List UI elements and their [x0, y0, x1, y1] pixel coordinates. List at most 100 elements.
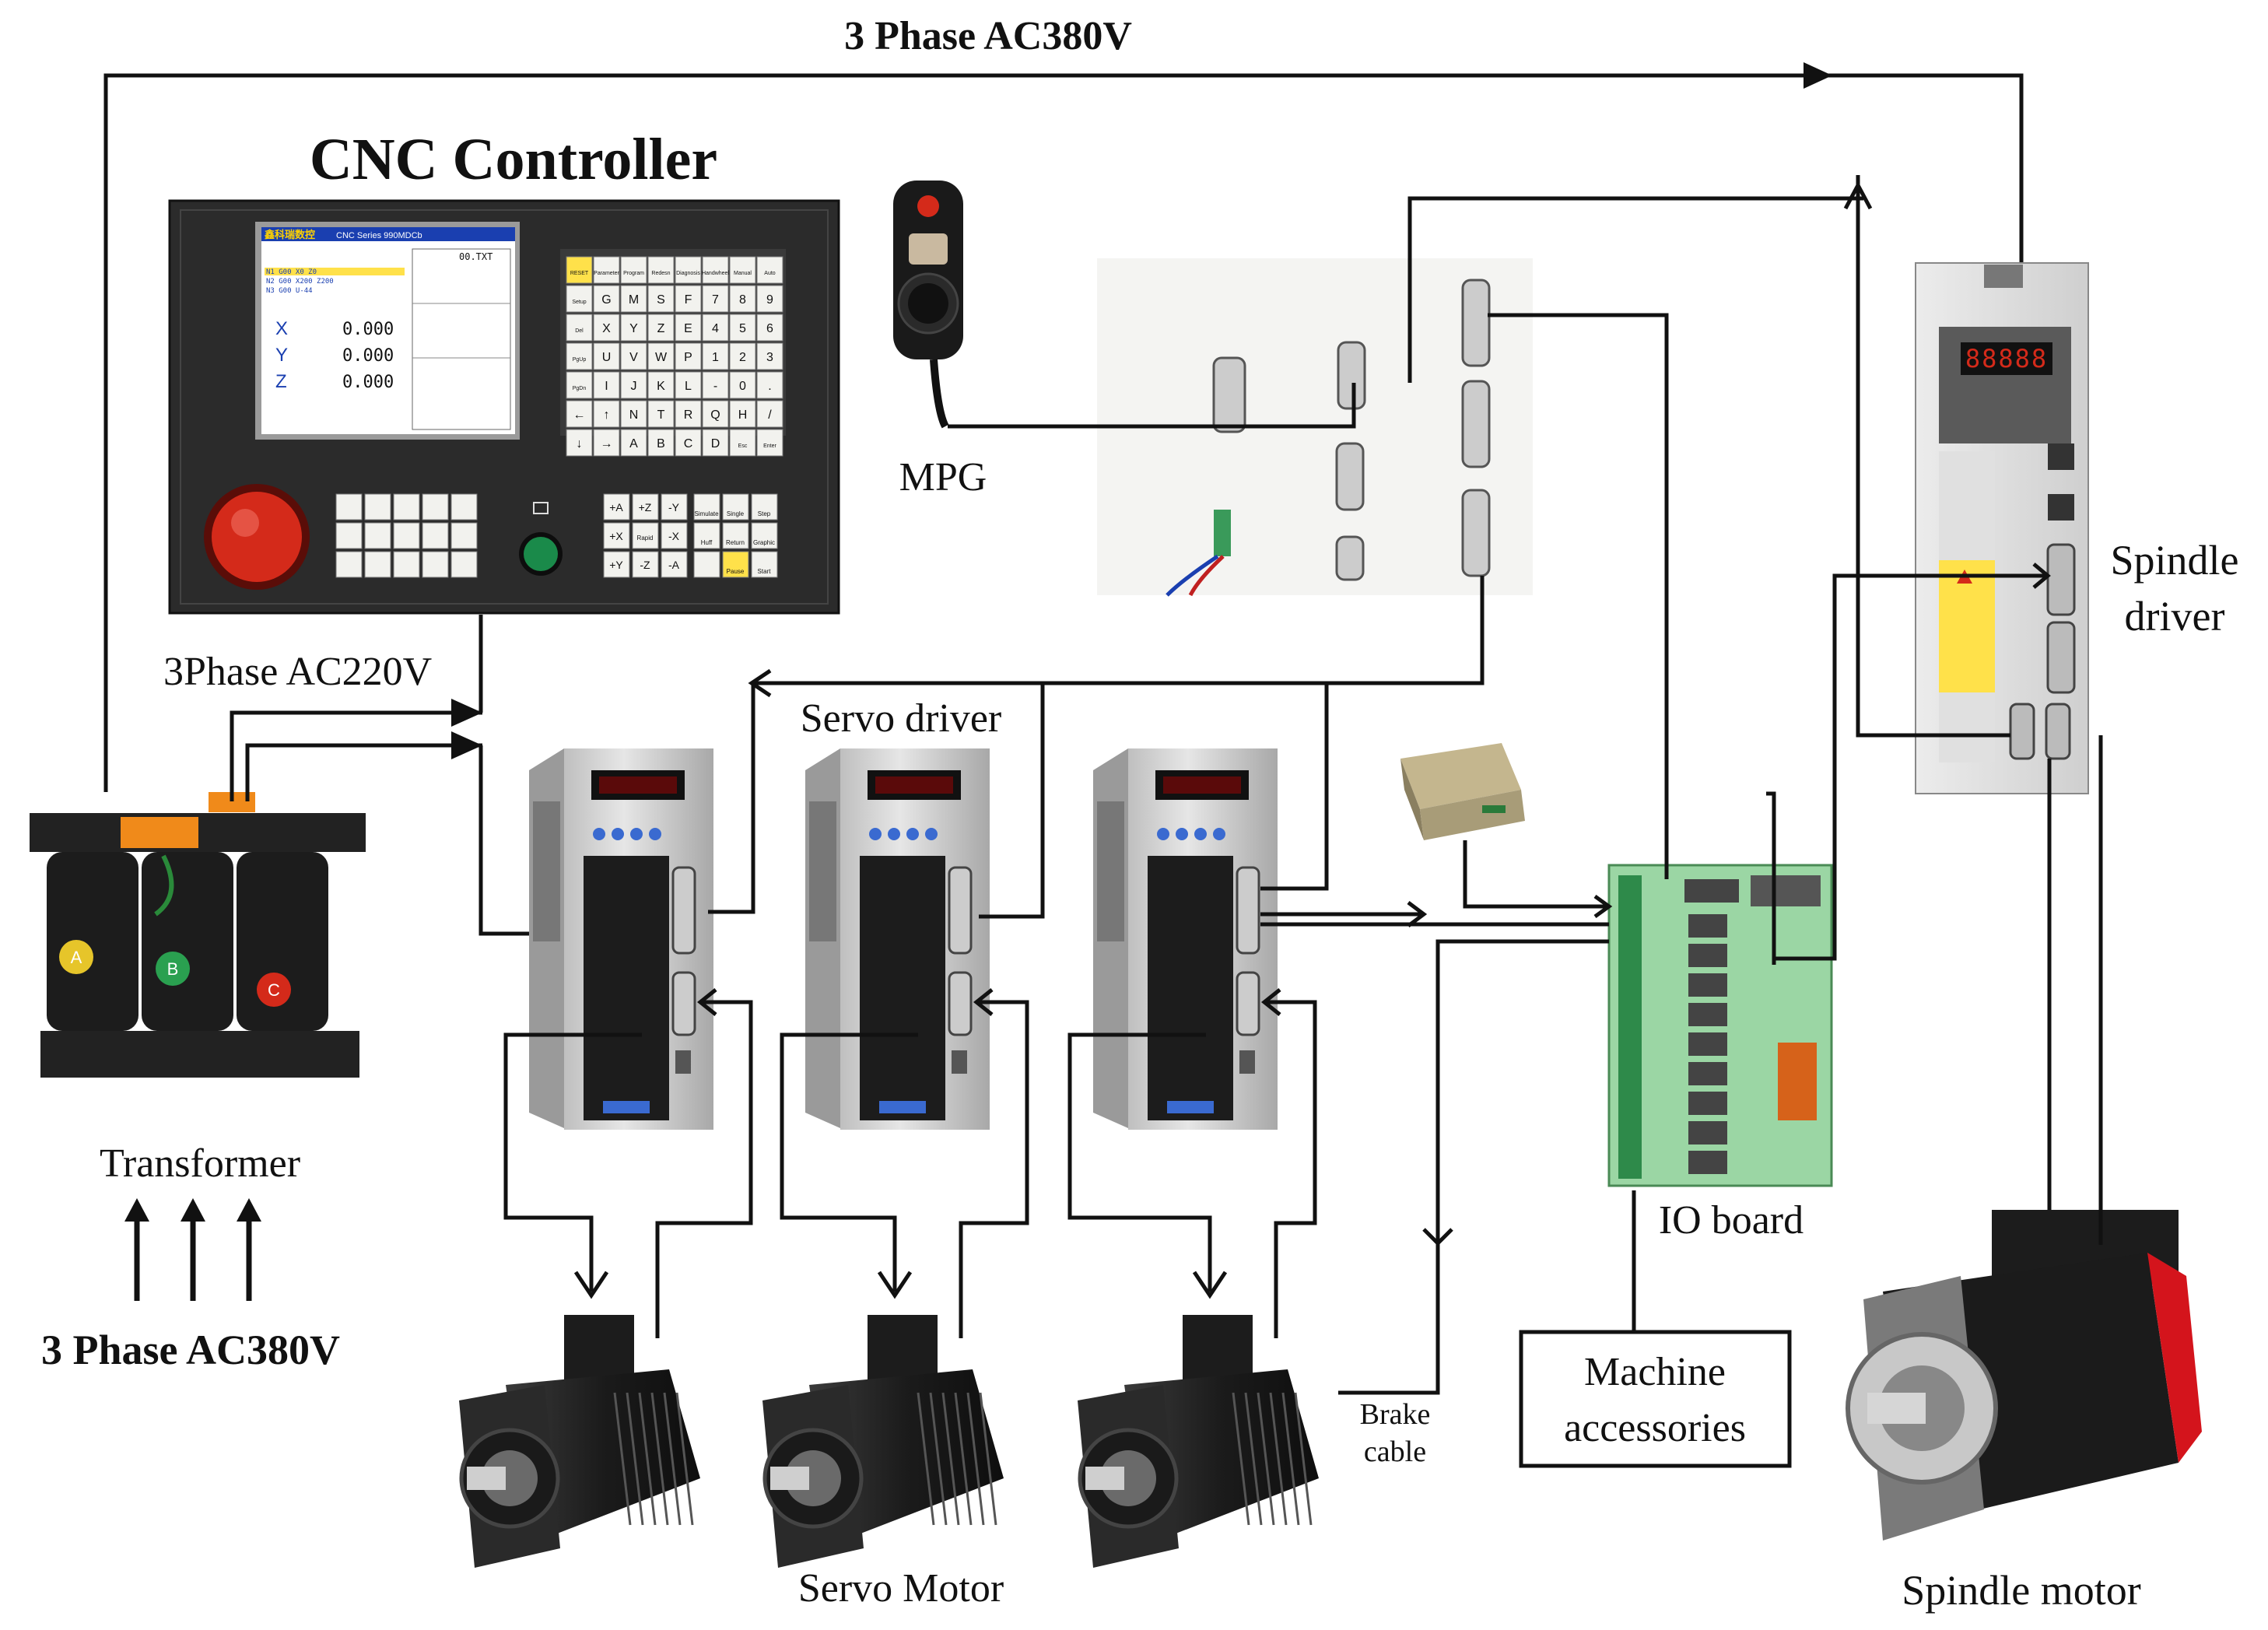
- cnc-key[interactable]: 3: [756, 342, 783, 370]
- cnc-key[interactable]: L: [675, 371, 702, 399]
- cnc-jog-key[interactable]: Rapid: [632, 522, 659, 549]
- cnc-spindle-key[interactable]: [450, 493, 478, 521]
- cnc-key[interactable]: X: [593, 314, 620, 342]
- cnc-key[interactable]: D: [702, 429, 729, 457]
- cnc-key[interactable]: ←: [566, 400, 593, 428]
- cnc-spindle-key[interactable]: [364, 551, 391, 578]
- cnc-key[interactable]: H: [729, 400, 756, 428]
- cnc-spindle-key[interactable]: [364, 493, 391, 521]
- cnc-spindle-key[interactable]: [393, 522, 420, 549]
- cnc-key[interactable]: B: [647, 429, 675, 457]
- cnc-key[interactable]: Z: [647, 314, 675, 342]
- cnc-jog-key[interactable]: -Y: [661, 493, 688, 521]
- cnc-spindle-key[interactable]: [364, 522, 391, 549]
- cnc-jog-key[interactable]: +Y: [603, 551, 630, 578]
- arrow-servo3-io: [1407, 901, 1428, 927]
- cnc-spindle-key[interactable]: [393, 551, 420, 578]
- cnc-key[interactable]: Setup: [566, 285, 593, 313]
- cnc-key[interactable]: 9: [756, 285, 783, 313]
- cnc-mode-key[interactable]: Return: [722, 522, 749, 549]
- cnc-spindle-key[interactable]: [393, 493, 420, 521]
- emergency-stop-button[interactable]: [204, 484, 310, 590]
- cnc-key[interactable]: RESET: [566, 256, 593, 284]
- cnc-jog-key[interactable]: +Z: [632, 493, 659, 521]
- cnc-key[interactable]: V: [620, 342, 647, 370]
- cnc-key[interactable]: /: [756, 400, 783, 428]
- cnc-key[interactable]: 1: [702, 342, 729, 370]
- cnc-key[interactable]: Enter: [756, 429, 783, 457]
- cnc-key[interactable]: Parameter: [593, 256, 620, 284]
- cnc-spindle-key[interactable]: [335, 493, 363, 521]
- cnc-key[interactable]: PgDn: [566, 371, 593, 399]
- cnc-key[interactable]: G: [593, 285, 620, 313]
- cnc-key[interactable]: 0: [729, 371, 756, 399]
- cnc-key[interactable]: F: [675, 285, 702, 313]
- cnc-key[interactable]: ↓: [566, 429, 593, 457]
- cnc-key[interactable]: Handwheel: [702, 256, 729, 284]
- cnc-key[interactable]: I: [593, 371, 620, 399]
- cnc-key-label: I: [605, 380, 608, 393]
- cnc-key[interactable]: S: [647, 285, 675, 313]
- cnc-mode-key-label: Simulate: [694, 510, 719, 517]
- cnc-key[interactable]: U: [593, 342, 620, 370]
- cnc-jog-key[interactable]: -X: [661, 522, 688, 549]
- cnc-key[interactable]: PgUp: [566, 342, 593, 370]
- cnc-key[interactable]: -: [702, 371, 729, 399]
- cnc-jog-key[interactable]: +X: [603, 522, 630, 549]
- cnc-key[interactable]: P: [675, 342, 702, 370]
- cnc-key[interactable]: J: [620, 371, 647, 399]
- cnc-key-label: Q: [710, 408, 720, 422]
- cnc-key[interactable]: Program: [620, 256, 647, 284]
- cnc-jog-key[interactable]: +A: [603, 493, 630, 521]
- cnc-spindle-key[interactable]: [335, 551, 363, 578]
- cnc-key[interactable]: Redesn: [647, 256, 675, 284]
- cnc-key[interactable]: Y: [620, 314, 647, 342]
- cnc-key[interactable]: .: [756, 371, 783, 399]
- cnc-key[interactable]: W: [647, 342, 675, 370]
- cnc-key[interactable]: N: [620, 400, 647, 428]
- cnc-key[interactable]: 6: [756, 314, 783, 342]
- cnc-key[interactable]: Del: [566, 314, 593, 342]
- cnc-key[interactable]: 4: [702, 314, 729, 342]
- cnc-mode-key[interactable]: Pause: [722, 551, 749, 578]
- cnc-jog-key[interactable]: -A: [661, 551, 688, 578]
- cnc-spindle-key[interactable]: [422, 522, 449, 549]
- cnc-key-label: M: [629, 293, 639, 307]
- cnc-spindle-key[interactable]: [335, 522, 363, 549]
- cnc-key-label: K: [657, 380, 665, 393]
- cnc-mode-key[interactable]: Graphic: [751, 522, 778, 549]
- cnc-key[interactable]: Diagnosis: [675, 256, 702, 284]
- cnc-key[interactable]: C: [675, 429, 702, 457]
- cnc-key[interactable]: Manual: [729, 256, 756, 284]
- cnc-mode-key[interactable]: [693, 551, 720, 578]
- cnc-key[interactable]: Q: [702, 400, 729, 428]
- cnc-key[interactable]: 5: [729, 314, 756, 342]
- cnc-key[interactable]: 7: [702, 285, 729, 313]
- cnc-key[interactable]: T: [647, 400, 675, 428]
- cycle-start-button[interactable]: [519, 502, 563, 576]
- cnc-key[interactable]: Esc: [729, 429, 756, 457]
- cnc-spindle-key[interactable]: [422, 493, 449, 521]
- cnc-spindle-key[interactable]: [450, 522, 478, 549]
- io-relay: [1688, 1062, 1727, 1085]
- cnc-key[interactable]: E: [675, 314, 702, 342]
- cnc-key[interactable]: 8: [729, 285, 756, 313]
- cnc-key[interactable]: Auto: [756, 256, 783, 284]
- cnc-key-label: R: [684, 408, 693, 422]
- cnc-mode-key[interactable]: Step: [751, 493, 778, 521]
- cnc-key[interactable]: M: [620, 285, 647, 313]
- cnc-key[interactable]: →: [593, 429, 620, 457]
- cnc-jog-key[interactable]: -Z: [632, 551, 659, 578]
- cnc-key[interactable]: ↑: [593, 400, 620, 428]
- arrow-drive-to-motor: [1192, 1271, 1228, 1299]
- cnc-spindle-key[interactable]: [450, 551, 478, 578]
- cnc-spindle-key[interactable]: [422, 551, 449, 578]
- cnc-key[interactable]: A: [620, 429, 647, 457]
- cnc-mode-key[interactable]: Single: [722, 493, 749, 521]
- cnc-mode-key[interactable]: Simulate: [693, 493, 720, 521]
- cnc-mode-key[interactable]: Start: [751, 551, 778, 578]
- cnc-key[interactable]: K: [647, 371, 675, 399]
- cnc-key[interactable]: R: [675, 400, 702, 428]
- cnc-mode-key[interactable]: Huff: [693, 522, 720, 549]
- cnc-key[interactable]: 2: [729, 342, 756, 370]
